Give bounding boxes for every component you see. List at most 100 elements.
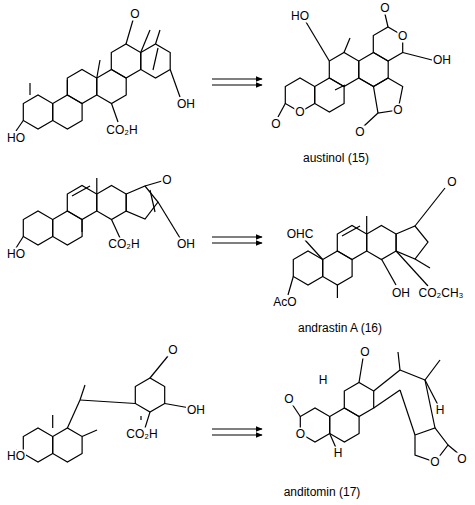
atom-label: O [294,106,305,119]
bond-line [400,390,415,435]
ring-bond [396,226,428,259]
bond-line [374,390,400,408]
bond-line [80,385,85,400]
atom-label: HO [6,248,26,261]
atom-label: OH [432,54,452,67]
bond-line [425,380,438,405]
bond-line [150,356,168,378]
bond-line [400,370,425,380]
compound-structure: OOHCO₂HHO [0,0,212,160]
bond-line [156,30,161,44]
atom-label: OHC [286,228,315,241]
bond-line [112,104,119,123]
ring-bond [97,186,126,220]
bond-line [342,226,360,236]
multistep-arrow [212,237,262,243]
atom-label: HO [290,10,310,23]
bond-line [292,404,300,417]
bond-line [366,216,367,234]
ring-bond [53,95,82,129]
atom-label: O [270,118,281,131]
bond-line [150,190,155,212]
bond-line [306,22,329,61]
bond-line [396,251,428,286]
bond-line [278,104,285,118]
bond-line [16,121,23,132]
atom-label: O [379,2,390,15]
bond-line [425,360,440,380]
ring-bond [337,226,366,260]
atom-label: OH [391,287,411,300]
atom-label: CO₂H [107,238,140,251]
bond-line [80,400,135,404]
bond-line [335,85,345,90]
atom-label: OH [176,238,196,251]
arrow-stroke [212,78,262,79]
atom-label: AcO [272,296,297,309]
ring-bond [329,53,358,87]
atom-label: O [167,344,178,357]
arrow-stroke [212,242,262,243]
bond-line [359,78,374,87]
atom-label: H [318,374,329,387]
ring-bond [135,378,164,412]
atom-label: O [446,176,457,189]
multistep-arrow [212,429,262,435]
bond-line [305,240,323,260]
compound-structure: HOHOOHOOanditomin (17) [262,340,475,505]
compound-structure: O OHC OH CO₂CH₃ AcOandrastin A (16) [262,170,475,340]
arrow-stroke [212,434,262,435]
bond-line [364,113,378,126]
compound-name: anditomin (17) [283,486,362,499]
bond-line [385,14,388,27]
bond-line [81,220,82,233]
bond-line [344,38,350,53]
bond-line [425,380,435,428]
bond-line [141,30,150,53]
atom-label: HO [6,450,26,463]
bond-line [16,237,23,249]
bond-line [415,259,430,268]
atom-label: H [435,404,446,417]
atom-label: O [354,126,365,139]
ring-bond [111,44,140,78]
bond-line [337,285,338,298]
bond-line [29,83,30,95]
atom-label: CO₂CH₃ [418,287,465,300]
ring-bond [97,70,126,104]
atom-label: O [429,456,440,469]
ring-bond [141,44,170,78]
ring-bond [367,226,396,260]
compound-structure: HOOOOHOOOOaustinol (15) [262,0,475,170]
bond-line [96,178,97,194]
bond-line [82,430,97,437]
atom-label: O [283,393,294,406]
bond-line [145,181,162,186]
ring-bond [23,428,52,462]
atom-label: OH [186,404,206,417]
ring-bond [67,186,96,220]
ring-bond [23,211,52,245]
bond-line [374,370,400,391]
bond-line [153,48,158,70]
ring-bond [53,211,82,245]
atom-label: O [456,453,467,466]
arrow-stroke [212,428,262,429]
bond-line [415,188,445,226]
atom-label: O [359,346,370,359]
compound-name: andrastin A (16) [297,322,383,335]
bond-line [381,259,396,285]
compound-name: austinol (15) [302,152,370,165]
ring-bond [323,251,352,285]
bond-line [52,415,53,428]
atom-label: O [392,104,403,117]
bond-line [67,80,68,95]
bond-line [67,400,80,428]
bond-line [126,20,133,44]
ring-bond [23,95,52,129]
ring-bond [330,408,359,442]
atom-label: OH [176,98,196,111]
atom-label: O [295,427,306,440]
bond-line [72,186,90,196]
bond-line [170,70,180,98]
